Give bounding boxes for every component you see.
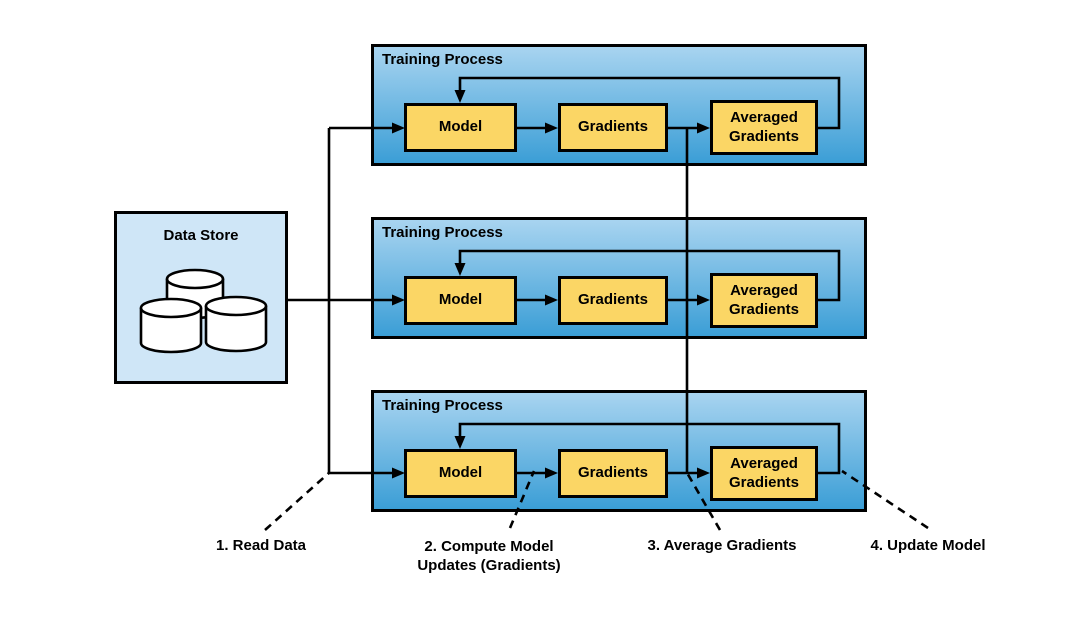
- annotation-compute-updates: 2. Compute Model Updates (Gradients): [417, 538, 561, 575]
- averaged-gradients-node: Averaged Gradients: [710, 446, 818, 501]
- data-store-box: Data Store: [114, 211, 288, 384]
- annotation-average-gradients: 3. Average Gradients: [647, 537, 797, 554]
- database-cylinder-left-cap: [139, 297, 203, 319]
- annotation-line-read-data: [264, 471, 331, 531]
- annotation-update-model: 4. Update Model: [870, 537, 986, 554]
- model-node: Model: [404, 276, 517, 325]
- database-cylinders-icon: [139, 268, 268, 354]
- model-node: Model: [404, 103, 517, 152]
- training-process-title: Training Process: [382, 51, 503, 68]
- model-node: Model: [404, 449, 517, 498]
- data-store-title: Data Store: [163, 227, 239, 244]
- gradients-node: Gradients: [558, 449, 668, 498]
- gradients-node: Gradients: [558, 103, 668, 152]
- training-process-box-2: Training Process Model Gradients Average…: [371, 217, 867, 339]
- training-process-title: Training Process: [382, 397, 503, 414]
- training-process-title: Training Process: [382, 224, 503, 241]
- database-cylinder-top-cap: [165, 268, 225, 290]
- averaged-gradients-node: Averaged Gradients: [710, 100, 818, 155]
- gradients-node: Gradients: [558, 276, 668, 325]
- annotation-read-data: 1. Read Data: [215, 537, 307, 554]
- training-process-box-1: Training Process Model Gradients Average…: [371, 44, 867, 166]
- database-cylinder-right-cap: [204, 295, 268, 317]
- averaged-gradients-node: Averaged Gradients: [710, 273, 818, 328]
- database-cylinder-left: [139, 308, 203, 354]
- database-cylinder-right: [204, 306, 268, 353]
- training-process-box-3: Training Process Model Gradients Average…: [371, 390, 867, 512]
